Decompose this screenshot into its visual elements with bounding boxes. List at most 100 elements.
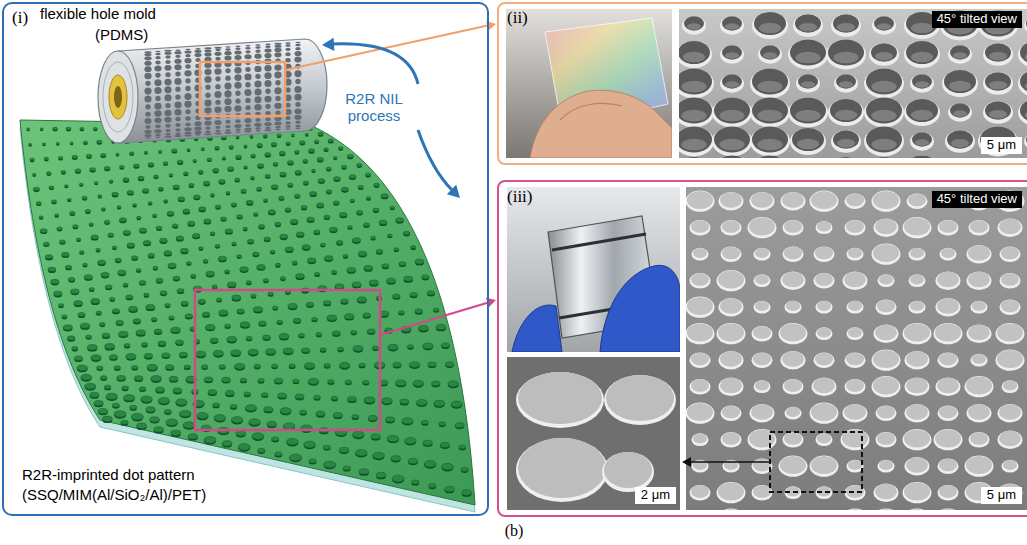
dot [720, 351, 742, 366]
dot-top [198, 299, 205, 303]
hole-floor [797, 139, 819, 149]
dot [968, 272, 990, 287]
dot-rim [847, 301, 864, 314]
gloved-hand [600, 265, 680, 352]
dot [786, 407, 800, 417]
dot-top [352, 415, 359, 419]
mold-hole [274, 64, 281, 70]
dot-rim [754, 380, 771, 393]
hole-floor [949, 81, 971, 91]
dot [906, 404, 928, 419]
dot-rim [971, 301, 988, 314]
dot-rim [690, 379, 711, 395]
dot [875, 325, 897, 340]
mold-hole [254, 123, 261, 127]
dot-top [309, 149, 315, 152]
dot [753, 459, 771, 472]
dot-top [304, 441, 316, 447]
dot-top [436, 324, 446, 329]
hole-floor [681, 110, 706, 122]
dot-top [433, 308, 439, 311]
hole-rim [788, 98, 828, 128]
dot [811, 403, 837, 421]
dot-top [316, 203, 323, 207]
dot-top [130, 405, 137, 409]
view-tag: 45° tilted view [932, 191, 1022, 208]
dot-top [312, 317, 318, 320]
hole-floor [877, 23, 891, 29]
hole-rim [712, 98, 752, 128]
panel-number: (i) [12, 9, 28, 27]
dot [968, 404, 990, 419]
mold-hole [164, 79, 171, 86]
dot-top [203, 181, 210, 185]
dot-top [324, 215, 330, 218]
dot-top [398, 311, 404, 314]
mold-hole [264, 96, 271, 103]
hole [906, 41, 938, 64]
dot [753, 326, 771, 339]
dot-top [49, 186, 54, 189]
mold-hole [245, 50, 250, 53]
roll-core [109, 75, 127, 119]
dot-top [279, 151, 285, 154]
dot-top [112, 309, 119, 313]
dot-top [291, 134, 294, 136]
dot-top [137, 423, 147, 428]
mold-hole [175, 128, 180, 131]
dot [968, 325, 990, 340]
dot-top [148, 202, 152, 204]
hole-rim [864, 98, 904, 128]
dot-top [121, 420, 128, 424]
dot-top [407, 345, 413, 348]
dot-top [270, 250, 275, 253]
dot-rim [810, 403, 839, 424]
dot [722, 220, 740, 233]
dot-top [207, 158, 212, 161]
hole-rim [796, 74, 820, 92]
dot-top [90, 168, 96, 171]
dot-rim [602, 452, 654, 492]
mold-hole [144, 134, 151, 137]
dot-top [324, 461, 336, 468]
dot-top [218, 256, 226, 261]
mold-hole [264, 122, 271, 126]
dot-rim [812, 378, 837, 396]
gloved-thumb [512, 305, 562, 352]
dot-top [147, 364, 157, 370]
dot-rim [971, 354, 988, 367]
dot-rim [690, 220, 711, 236]
mold-hole [175, 86, 180, 91]
hole-rim [1018, 99, 1027, 126]
dot-top [131, 413, 143, 419]
dot [970, 432, 988, 445]
dot [720, 192, 742, 207]
dot-top [366, 197, 371, 200]
mold-hole [155, 73, 160, 78]
mold-hole [174, 109, 181, 115]
dot [848, 328, 862, 338]
dot-top [54, 291, 62, 296]
dot-top [74, 356, 82, 361]
dot-top [357, 297, 366, 302]
dot-top [127, 243, 135, 247]
hole-rim [910, 132, 934, 150]
dot-top [403, 231, 410, 235]
mold-hole [165, 72, 170, 77]
dot-top [373, 208, 379, 211]
dot-top [30, 158, 35, 161]
dot-rim [903, 429, 932, 450]
dot-top [373, 452, 385, 458]
dot-top [338, 147, 343, 150]
dot-top [71, 289, 79, 294]
dot-top [247, 239, 253, 243]
hole [1020, 99, 1027, 122]
dot-top [44, 157, 49, 160]
dot-top [166, 419, 178, 425]
panel-frame: (iii) [497, 180, 1027, 517]
hole-rim [1024, 16, 1027, 34]
dot-top [332, 331, 340, 335]
mold-hole [194, 121, 201, 126]
dot-top [89, 288, 94, 291]
dot-top [314, 140, 319, 143]
